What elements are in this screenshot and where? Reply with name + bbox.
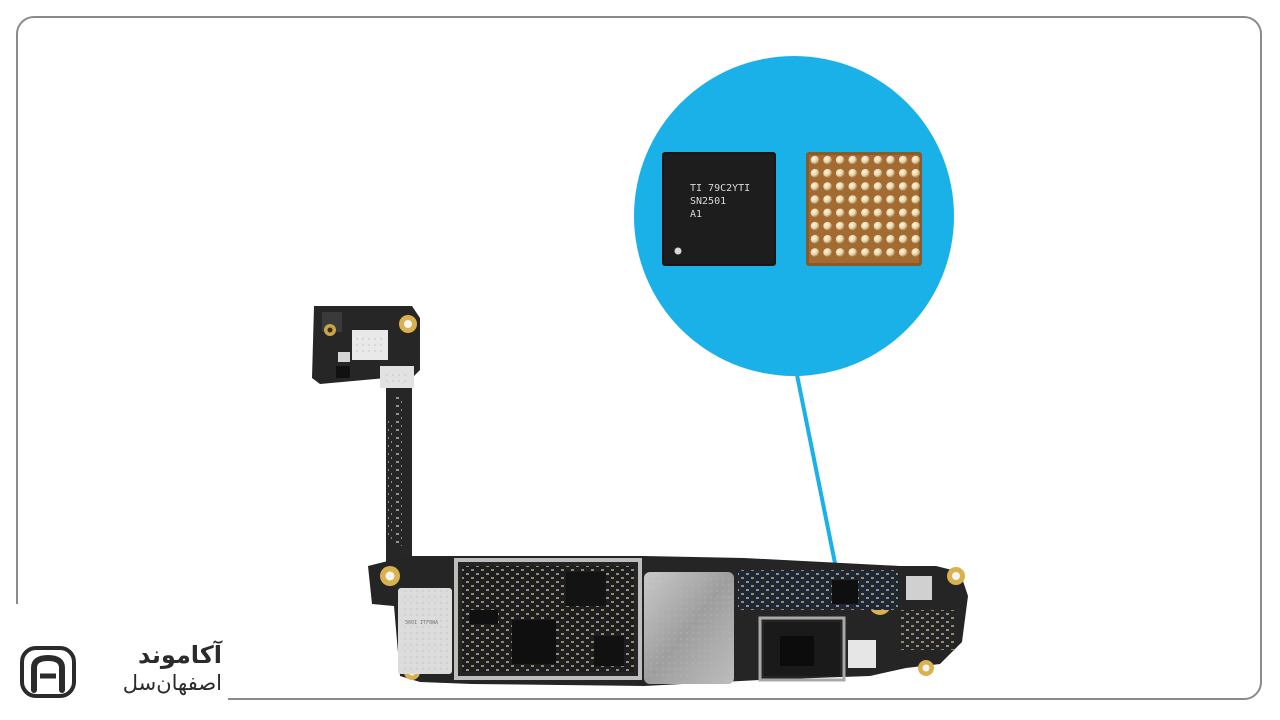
solder-ball bbox=[898, 221, 908, 231]
solder-ball bbox=[810, 221, 820, 231]
solder-ball bbox=[898, 195, 908, 204]
solder-ball bbox=[911, 248, 921, 257]
solder-ball bbox=[861, 208, 870, 218]
solder-ball bbox=[911, 195, 921, 204]
solder-ball bbox=[886, 248, 895, 257]
solder-ball bbox=[848, 168, 858, 178]
shield-marking: 3601 ITF8WA bbox=[405, 620, 438, 626]
solder-ball bbox=[823, 221, 832, 231]
solder-ball bbox=[911, 168, 921, 178]
solder-ball bbox=[848, 155, 858, 165]
logic-board: 3601 ITF8WA bbox=[312, 306, 968, 686]
chip-marking-line-1: TI 79C2YTI bbox=[690, 183, 750, 194]
solder-ball bbox=[886, 208, 895, 218]
solder-ball bbox=[861, 234, 870, 244]
solder-ball bbox=[886, 195, 895, 204]
solder-ball bbox=[886, 221, 895, 231]
solder-ball bbox=[873, 208, 883, 218]
callout-line bbox=[794, 369, 840, 579]
solder-ball bbox=[823, 248, 832, 257]
solder-ball bbox=[911, 155, 921, 165]
solder-ball bbox=[823, 182, 832, 191]
solder-ball bbox=[873, 195, 883, 204]
solder-ball bbox=[810, 234, 820, 244]
solder-ball bbox=[873, 234, 883, 244]
solder-ball bbox=[848, 182, 858, 191]
solder-ball bbox=[873, 221, 883, 231]
solder-ball bbox=[911, 208, 921, 218]
brand-logo: آکاموند اصفهان‌سل bbox=[20, 640, 240, 704]
solder-ball bbox=[911, 182, 921, 191]
solder-ball bbox=[848, 248, 858, 257]
solder-ball bbox=[886, 168, 895, 178]
solder-ball bbox=[861, 221, 870, 231]
solder-ball bbox=[873, 168, 883, 178]
brand-name: آکاموند bbox=[138, 641, 222, 669]
solder-ball bbox=[848, 234, 858, 244]
solder-ball bbox=[835, 195, 845, 204]
chip-top-view: TI 79C2YTI SN2501 A1 bbox=[662, 152, 776, 266]
solder-ball bbox=[886, 234, 895, 244]
solder-ball bbox=[835, 221, 845, 231]
solder-ball bbox=[886, 182, 895, 191]
brand-logo-icon bbox=[20, 646, 76, 698]
solder-ball bbox=[886, 155, 895, 165]
solder-ball bbox=[898, 234, 908, 244]
solder-ball bbox=[810, 195, 820, 204]
solder-ball bbox=[911, 234, 921, 244]
solder-ball bbox=[911, 221, 921, 231]
content-frame bbox=[16, 16, 1262, 700]
solder-ball bbox=[873, 155, 883, 165]
solder-ball bbox=[898, 155, 908, 165]
chip-bottom-view bbox=[806, 152, 922, 266]
solder-ball bbox=[861, 195, 870, 204]
chip-marking-line-3: A1 bbox=[690, 209, 702, 220]
solder-ball bbox=[835, 208, 845, 218]
solder-ball bbox=[861, 182, 870, 191]
solder-ball bbox=[861, 155, 870, 165]
solder-ball bbox=[861, 168, 870, 178]
chip-marking-line-2: SN2501 bbox=[690, 196, 726, 207]
solder-ball bbox=[823, 234, 832, 244]
solder-ball bbox=[810, 208, 820, 218]
solder-ball bbox=[810, 168, 820, 178]
solder-ball bbox=[835, 248, 845, 257]
solder-ball bbox=[898, 168, 908, 178]
solder-ball bbox=[823, 168, 832, 178]
zoom-bubble: TI 79C2YTI SN2501 A1 bbox=[634, 56, 954, 608]
solder-ball bbox=[898, 248, 908, 257]
solder-ball bbox=[810, 248, 820, 257]
solder-ball bbox=[810, 182, 820, 191]
solder-ball bbox=[835, 234, 845, 244]
solder-ball bbox=[848, 195, 858, 204]
solder-ball bbox=[848, 208, 858, 218]
solder-ball bbox=[898, 182, 908, 191]
solder-ball bbox=[823, 208, 832, 218]
solder-ball bbox=[810, 155, 820, 165]
brand-subtitle: اصفهان‌سل bbox=[122, 671, 222, 695]
solder-ball bbox=[861, 248, 870, 257]
solder-ball bbox=[848, 221, 858, 231]
solder-ball bbox=[873, 248, 883, 257]
solder-ball bbox=[835, 168, 845, 178]
solder-ball bbox=[823, 195, 832, 204]
solder-ball bbox=[898, 208, 908, 218]
solder-ball bbox=[835, 155, 845, 165]
solder-ball bbox=[823, 155, 832, 165]
solder-ball bbox=[835, 182, 845, 191]
solder-ball bbox=[873, 182, 883, 191]
